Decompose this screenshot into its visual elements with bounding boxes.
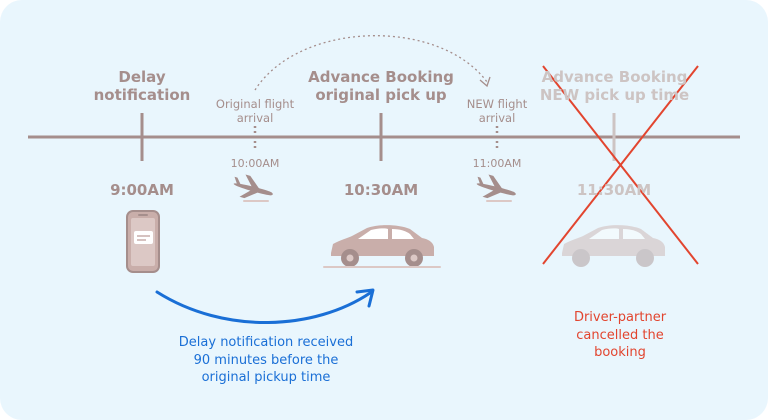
notification-arrow-head bbox=[355, 288, 375, 308]
airplane-icon-new bbox=[476, 174, 516, 199]
label-delay-notification: Delay notification bbox=[93, 68, 191, 104]
time-1030: 10:30AM bbox=[343, 181, 419, 199]
flight-delay-arc-arrowhead bbox=[479, 76, 491, 88]
label-advance-booking-new: Advance Booking NEW pick up time bbox=[539, 68, 690, 104]
time-900: 9:00AM bbox=[110, 181, 174, 199]
time-1000: 10:00AM bbox=[230, 157, 280, 170]
label-new-flight-arrival: NEW flight arrival bbox=[466, 97, 528, 125]
time-1130: 11:30AM bbox=[576, 181, 652, 199]
car-icon-original bbox=[323, 225, 441, 268]
cross-out-line-2 bbox=[542, 65, 699, 265]
airplane-icon-original bbox=[233, 174, 273, 199]
note-delay-received: Delay notification received 90 minutes b… bbox=[178, 335, 354, 386]
flight-delay-arc bbox=[254, 35, 488, 91]
time-1100: 11:00AM bbox=[472, 157, 522, 170]
label-advance-booking-original: Advance Booking original pick up bbox=[308, 68, 454, 104]
phone-icon bbox=[126, 210, 160, 273]
label-original-flight-arrival: Original flight arrival bbox=[215, 97, 295, 125]
note-driver-cancelled: Driver-partner cancelled the booking bbox=[573, 310, 667, 361]
notification-arrow bbox=[155, 290, 372, 324]
car-icon-cancelled bbox=[562, 225, 665, 267]
